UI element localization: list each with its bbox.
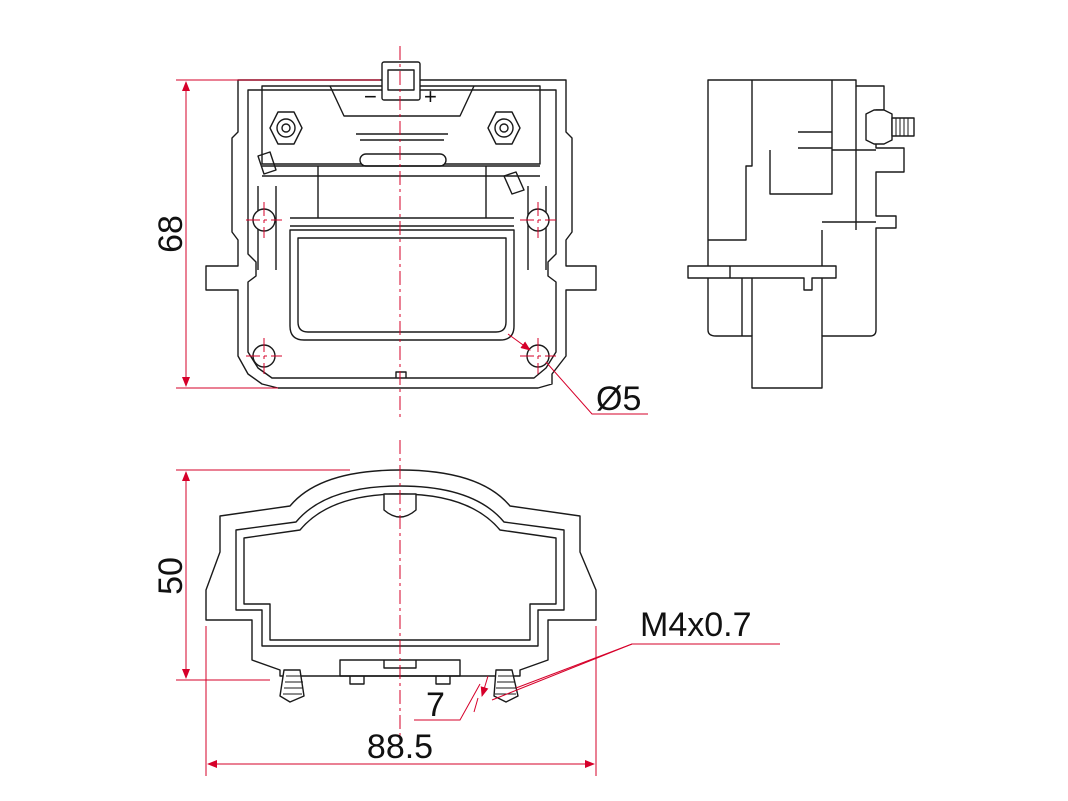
dim-thread: M4x0.7 — [491, 606, 780, 701]
dim-hole-diameter-label: Ø5 — [596, 380, 641, 418]
side-view — [687, 79, 915, 389]
front-hole-centers — [246, 202, 556, 374]
side-inner-step — [708, 80, 876, 336]
side-main-body — [707, 79, 905, 389]
side-terminal-stud — [865, 109, 915, 145]
front-top-rail — [329, 85, 475, 117]
front-terminal-right — [487, 111, 521, 145]
side-flange — [687, 265, 837, 291]
front-top-cap — [261, 85, 541, 165]
front-inner-frame — [247, 89, 557, 379]
front-connector-slot — [387, 69, 415, 91]
dim-height-front: 68 — [152, 79, 380, 389]
dim-height-front-label: 68 — [152, 215, 190, 253]
bottom-outer-body — [205, 469, 597, 677]
dim-height-bottom-label: 50 — [152, 557, 190, 595]
bottom-stud-left — [279, 669, 305, 703]
dim-terminal-length: 7 — [414, 675, 489, 724]
front-outer-body — [205, 79, 597, 389]
front-terminal-left — [269, 111, 303, 145]
plus-mark: + — [424, 84, 437, 109]
front-mid-band — [262, 165, 540, 227]
front-coil-window-inner — [297, 237, 507, 333]
front-view: − + — [205, 61, 597, 389]
dim-hole-diameter: Ø5 — [507, 333, 648, 418]
bottom-clip — [383, 493, 417, 518]
dim-height-bottom: 50 — [152, 469, 350, 681]
bottom-inner-wall — [235, 485, 565, 647]
front-rib-upper — [356, 133, 448, 141]
bottom-socket — [339, 659, 461, 685]
minus-mark: − — [364, 84, 377, 109]
side-lower-lines — [729, 266, 753, 336]
bottom-stud-right — [493, 669, 519, 703]
dim-thread-label: M4x0.7 — [640, 606, 752, 644]
bottom-inner-wall-2 — [243, 493, 557, 641]
dim-overall-width: 88.5 — [205, 626, 597, 776]
front-rib-lower — [359, 153, 447, 167]
bottom-view — [205, 469, 597, 703]
dim-terminal-length-label: 7 — [426, 686, 445, 724]
front-latch-left — [257, 151, 277, 175]
front-latch-right — [503, 171, 525, 195]
front-coil-window — [289, 229, 515, 341]
dim-overall-width-label: 88.5 — [367, 728, 433, 766]
front-bottom-notch — [395, 371, 407, 378]
